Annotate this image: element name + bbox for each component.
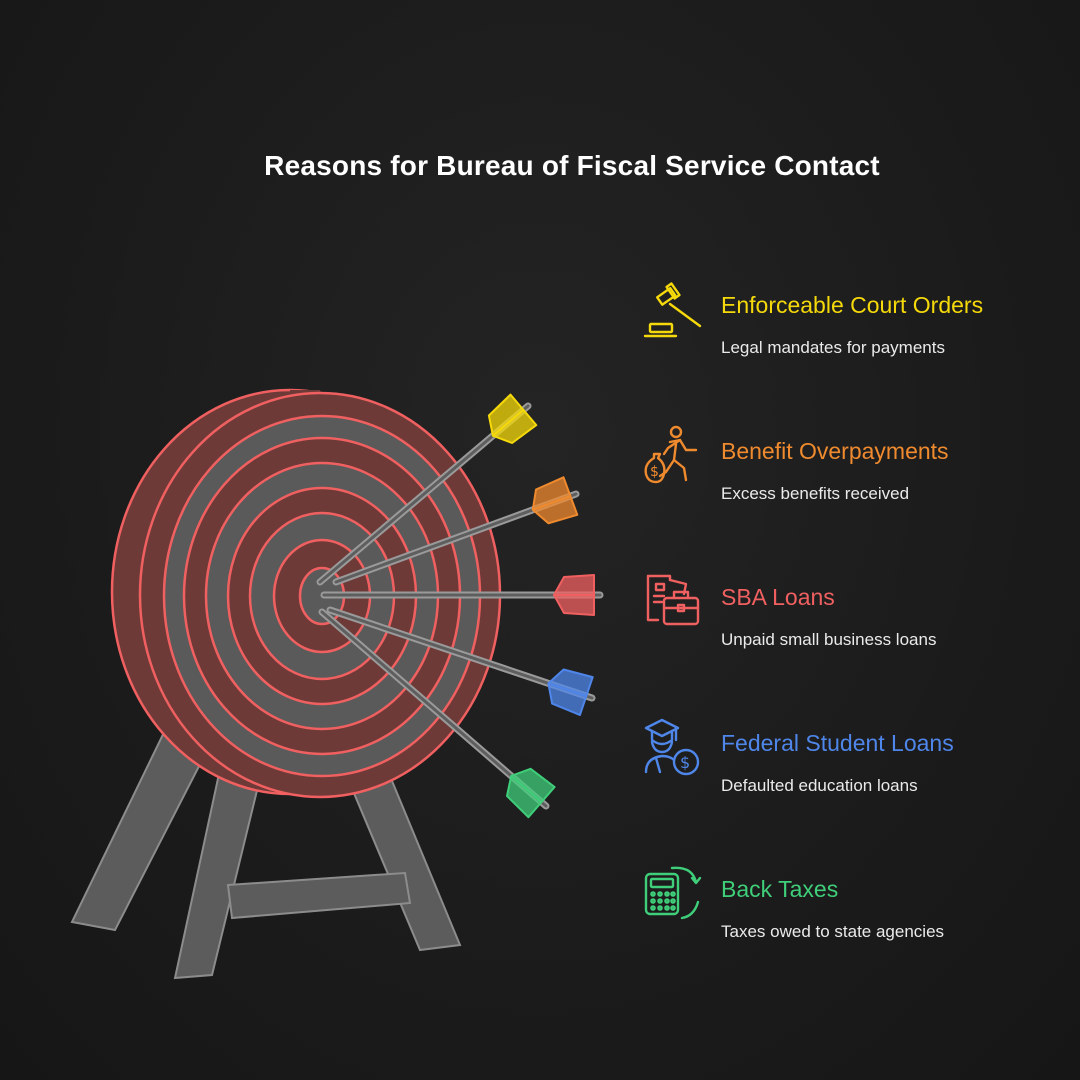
briefcase-documents-icon bbox=[646, 574, 700, 626]
reason-item-benefit-overpayments: $ Benefit Overpayments Excess benefits r… bbox=[640, 424, 1060, 514]
reason-description: Excess benefits received bbox=[721, 484, 910, 503]
reason-title: SBA Loans bbox=[721, 584, 835, 610]
arrow-2 bbox=[332, 476, 580, 586]
arrow-3 bbox=[320, 574, 604, 616]
arrow-fletching bbox=[531, 476, 572, 511]
page-title: Reasons for Bureau of Fiscal Service Con… bbox=[264, 150, 880, 181]
arrow-4 bbox=[326, 606, 596, 716]
arrow-fletching bbox=[510, 767, 556, 804]
arrow-fletching bbox=[553, 574, 595, 596]
reason-description: Legal mandates for payments bbox=[721, 338, 945, 357]
calculator-cycle-icon bbox=[644, 866, 702, 920]
reason-description: Unpaid small business loans bbox=[721, 630, 937, 649]
reason-description: Taxes owed to state agencies bbox=[721, 922, 945, 941]
arrow-fletching bbox=[547, 668, 594, 698]
arrow-1 bbox=[316, 393, 538, 586]
arrow-5 bbox=[318, 608, 556, 819]
reason-title: Benefit Overpayments bbox=[721, 438, 949, 464]
reason-item-court-orders: Enforceable Court Orders Legal mandates … bbox=[640, 278, 1060, 368]
reason-title: Back Taxes bbox=[721, 876, 839, 902]
arrows-group bbox=[316, 393, 604, 819]
reason-item-sba-loans: SBA Loans Unpaid small business loans bbox=[640, 570, 1060, 660]
reason-title: Federal Student Loans bbox=[721, 730, 954, 756]
graduate-dollar-icon: $ bbox=[644, 718, 700, 776]
gavel-icon bbox=[643, 282, 702, 338]
arrow-fletching bbox=[487, 393, 525, 437]
svg-text:$: $ bbox=[650, 464, 659, 480]
arrow-fletching bbox=[553, 594, 595, 616]
reason-item-student-loans: $ Federal Student Loans Defaulted educat… bbox=[640, 716, 1060, 806]
reason-title: Enforceable Court Orders bbox=[721, 292, 984, 318]
svg-text:$: $ bbox=[680, 753, 690, 772]
running-with-money-bag-icon: $ bbox=[644, 425, 698, 484]
reason-item-back-taxes: Back Taxes Taxes owed to state agencies bbox=[640, 862, 1060, 952]
reason-description: Defaulted education loans bbox=[721, 776, 918, 795]
